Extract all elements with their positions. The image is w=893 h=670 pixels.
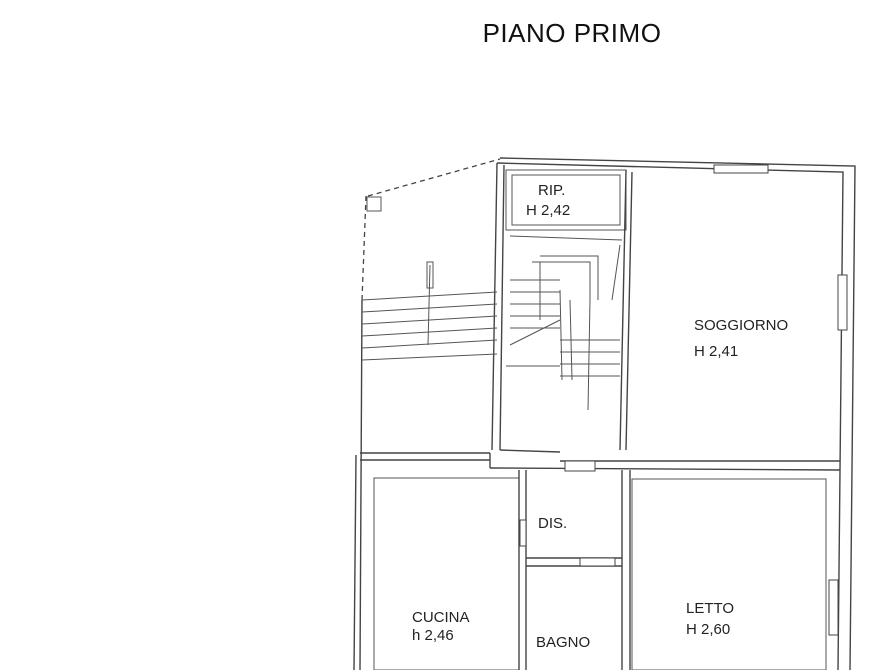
room-soggiorno: SOGGIORNO H 2,41 [694,317,788,360]
windows [564,164,848,636]
terrace-railing [361,261,498,361]
room-name-rip: RIP. [538,182,565,199]
room-name-bagno: BAGNO [536,634,590,651]
room-letto: LETTO H 2,60 [686,600,734,638]
room-height-cucina: h 2,46 [412,627,454,644]
outer-walls [353,157,856,670]
staircase [506,244,621,411]
room-rip: RIP. H 2,42 [526,182,570,219]
room-bagno: BAGNO [536,634,590,651]
room-height-letto: H 2,60 [686,621,730,638]
room-dis: DIS. [538,515,567,532]
room-height-soggiorno: H 2,41 [694,343,738,360]
terrace-outline [361,158,501,301]
room-name-letto: LETTO [686,600,734,617]
stair-core-walls [491,162,633,453]
room-cucina: CUCINA h 2,46 [412,609,470,644]
room-name-dis: DIS. [538,515,567,532]
room-height-rip: H 2,42 [526,202,570,219]
room-name-soggiorno: SOGGIORNO [694,317,788,334]
room-name-cucina: CUCINA [412,609,470,626]
plan-title: PIANO PRIMO [483,18,662,48]
interior-walls [373,470,827,670]
